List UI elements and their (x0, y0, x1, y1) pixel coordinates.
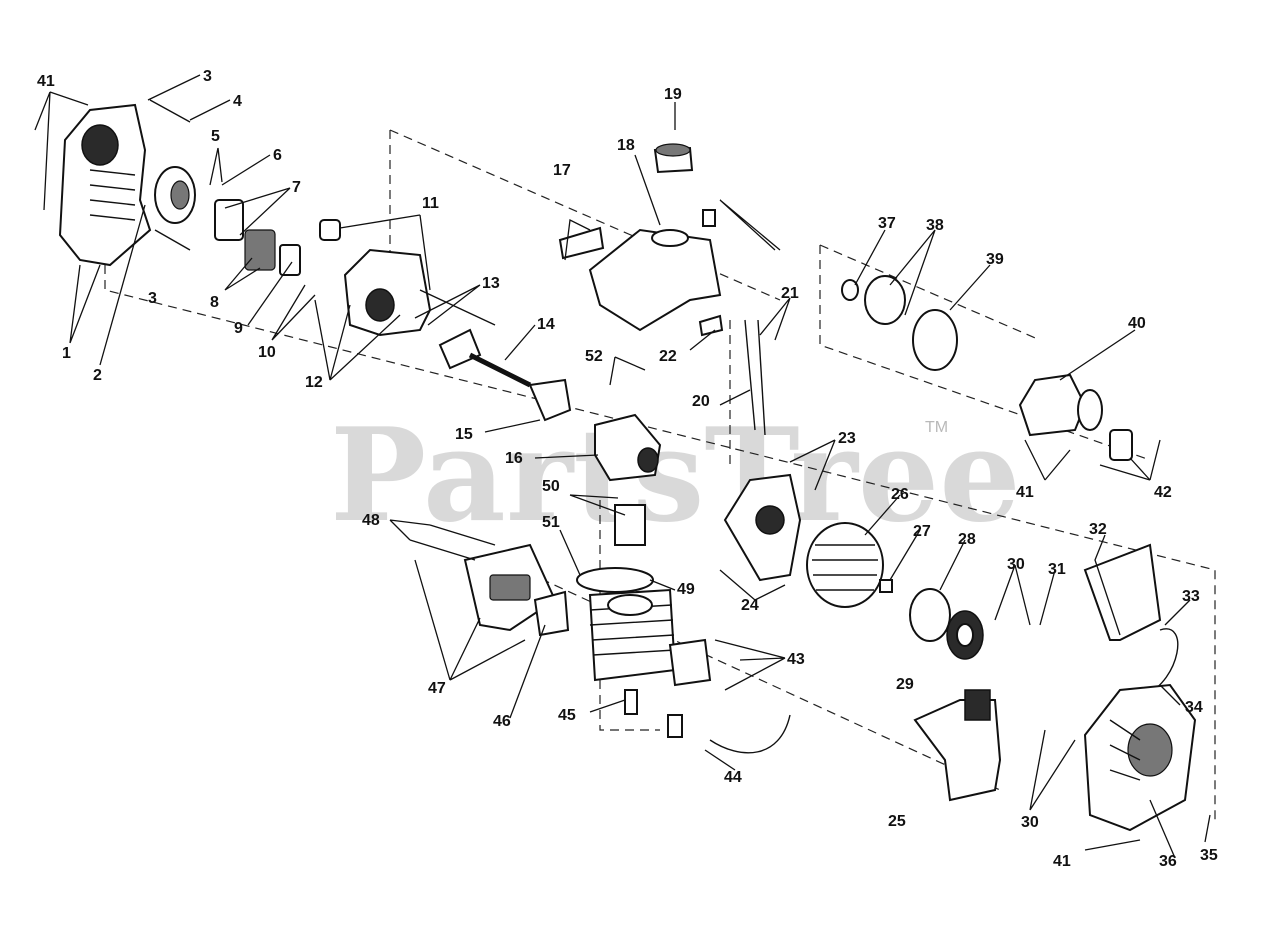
callout-33: 33 (1182, 588, 1200, 605)
callout-35: 35 (1200, 847, 1218, 864)
callout-18: 18 (617, 137, 635, 154)
callout-10: 10 (258, 344, 276, 361)
callout-22: 22 (659, 348, 677, 365)
callout-47: 47 (428, 680, 446, 697)
callout-40: 40 (1128, 315, 1146, 332)
callout-49: 49 (677, 581, 695, 598)
callout-23: 23 (838, 430, 856, 447)
callout-11: 11 (422, 195, 439, 212)
callout-25: 25 (888, 813, 906, 830)
callout-27: 27 (913, 523, 931, 540)
callout-20: 20 (692, 393, 710, 410)
engine-housing (58, 99, 196, 267)
callout-41-clutch: 41 (1016, 484, 1034, 501)
callout-46: 46 (493, 713, 511, 730)
crankshaft (438, 328, 532, 388)
callout-50: 50 (542, 478, 560, 495)
callout-51: 51 (542, 514, 560, 531)
flywheel (806, 522, 884, 608)
callout-5: 5 (211, 128, 220, 145)
callout-44: 44 (724, 769, 742, 786)
callout-48: 48 (362, 512, 380, 529)
callout-39: 39 (986, 251, 1004, 268)
callout-3-top: 3 (203, 68, 212, 85)
callout-42: 42 (1154, 484, 1172, 501)
callout-45: 45 (558, 707, 576, 724)
callout-13: 13 (482, 275, 500, 292)
callout-52: 52 (585, 348, 603, 365)
carburetor-assembly (214, 199, 341, 276)
callout-14: 14 (537, 316, 555, 333)
engine-backplate (723, 473, 802, 582)
callout-31: 31 (1048, 561, 1066, 578)
callout-30-upper: 30 (1007, 556, 1025, 573)
watermark-trademark: TM (925, 419, 948, 436)
starter-housing (1083, 683, 1197, 832)
callout-41-top-left: 41 (37, 73, 55, 90)
callout-28: 28 (958, 531, 976, 548)
callout-9: 9 (234, 320, 243, 337)
callout-41-housing: 41 (1053, 853, 1071, 870)
clutch-assembly (841, 275, 1133, 461)
crankcase (343, 248, 496, 337)
callout-2: 2 (93, 367, 102, 384)
mounting-bracket (1083, 543, 1179, 696)
starter-pulley (879, 579, 984, 660)
muffler (409, 524, 570, 637)
callout-7: 7 (292, 179, 301, 196)
crank-housing (528, 378, 662, 482)
callout-43: 43 (787, 651, 805, 668)
callout-29: 29 (896, 676, 914, 693)
callout-numbers: 41 1 2 3 3 4 5 6 7 8 9 10 11 12 13 14 15… (37, 68, 1218, 870)
callout-38: 38 (926, 217, 944, 234)
callout-12: 12 (305, 374, 323, 391)
callout-32: 32 (1089, 521, 1107, 538)
cylinder-assembly (576, 504, 677, 682)
tank-hardware (558, 209, 766, 436)
callout-37: 37 (878, 215, 896, 232)
callout-8: 8 (210, 294, 219, 311)
callout-19: 19 (664, 86, 682, 103)
callout-16: 16 (505, 450, 523, 467)
watermark-text: PartsTree (330, 401, 1021, 551)
callout-17: 17 (553, 162, 571, 179)
callout-24: 24 (741, 597, 759, 614)
callout-21: 21 (781, 285, 799, 302)
callout-4: 4 (233, 93, 242, 110)
ignition-parts (624, 638, 791, 754)
callout-3-bottom: 3 (148, 290, 157, 307)
callout-30-lower: 30 (1021, 814, 1039, 831)
starter-handle (913, 689, 1002, 802)
callout-34: 34 (1185, 699, 1203, 716)
callout-36: 36 (1159, 853, 1177, 870)
callout-1: 1 (62, 345, 71, 362)
leader-lines (34, 74, 1211, 859)
fuel-tank (588, 143, 722, 332)
callout-26: 26 (891, 486, 909, 503)
callout-15: 15 (455, 426, 473, 443)
callout-6: 6 (273, 147, 282, 164)
